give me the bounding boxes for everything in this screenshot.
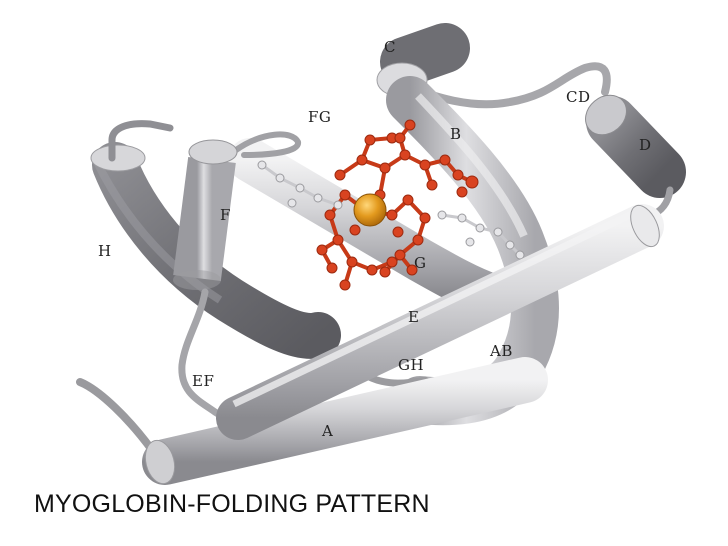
label-ef: EF bbox=[192, 372, 214, 390]
label-f: F bbox=[220, 206, 231, 224]
label-g: G bbox=[414, 254, 426, 272]
figure-caption: MYOGLOBIN-FOLDING PATTERN bbox=[34, 490, 430, 518]
histidine-side-chains bbox=[257, 160, 525, 260]
helix-d bbox=[585, 94, 686, 220]
label-b: B bbox=[450, 125, 462, 143]
label-e: E bbox=[408, 308, 419, 326]
label-d: D bbox=[639, 136, 652, 154]
helix-f bbox=[173, 131, 301, 290]
label-h: H bbox=[98, 242, 112, 260]
label-fg: FG bbox=[308, 108, 331, 126]
label-cd: CD bbox=[566, 88, 591, 106]
helix-a bbox=[76, 357, 548, 485]
label-ab: AB bbox=[489, 342, 513, 360]
label-c: C bbox=[384, 38, 396, 56]
label-gh: GH bbox=[398, 356, 424, 374]
label-a: A bbox=[321, 422, 333, 440]
cd-loop bbox=[401, 62, 611, 109]
helix-e bbox=[216, 204, 664, 440]
heme-group-icon bbox=[316, 119, 479, 291]
iron-atom-icon bbox=[353, 193, 387, 227]
